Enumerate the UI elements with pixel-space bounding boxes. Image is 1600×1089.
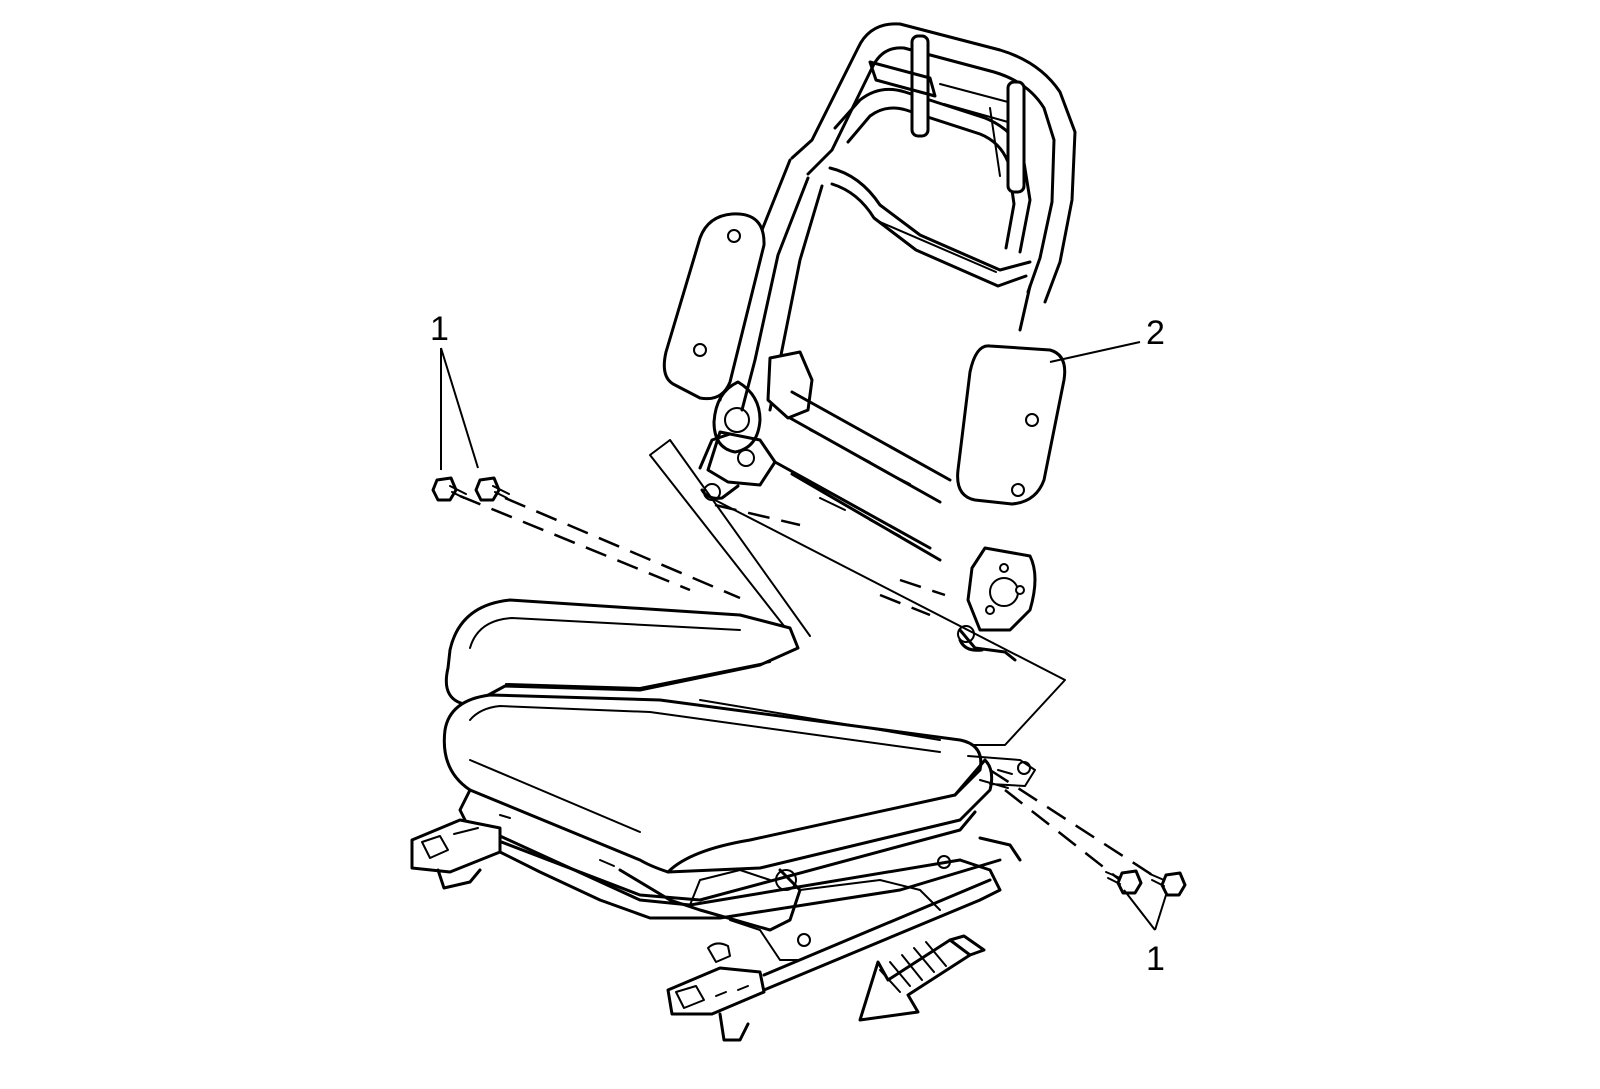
seat-track [410, 818, 1022, 1042]
callout-label-1-left: 1 [430, 310, 449, 348]
bolt-icon [1149, 871, 1187, 897]
callout-leader-1-right [1123, 889, 1167, 931]
seat-cushion [442, 598, 1036, 902]
callout-leader-2 [1049, 341, 1141, 363]
alignment-lines [459, 494, 1161, 882]
callout-label-2: 2 [1146, 314, 1165, 352]
projection-lines [649, 439, 1066, 746]
seat-back-frame [662, 22, 1077, 662]
callout-leader-1-left [440, 347, 479, 470]
bolt-icon [474, 476, 510, 502]
callout-label-1-right: 1 [1146, 940, 1165, 978]
bolt-icon [1105, 869, 1143, 895]
direction-arrow-icon [858, 934, 986, 1022]
